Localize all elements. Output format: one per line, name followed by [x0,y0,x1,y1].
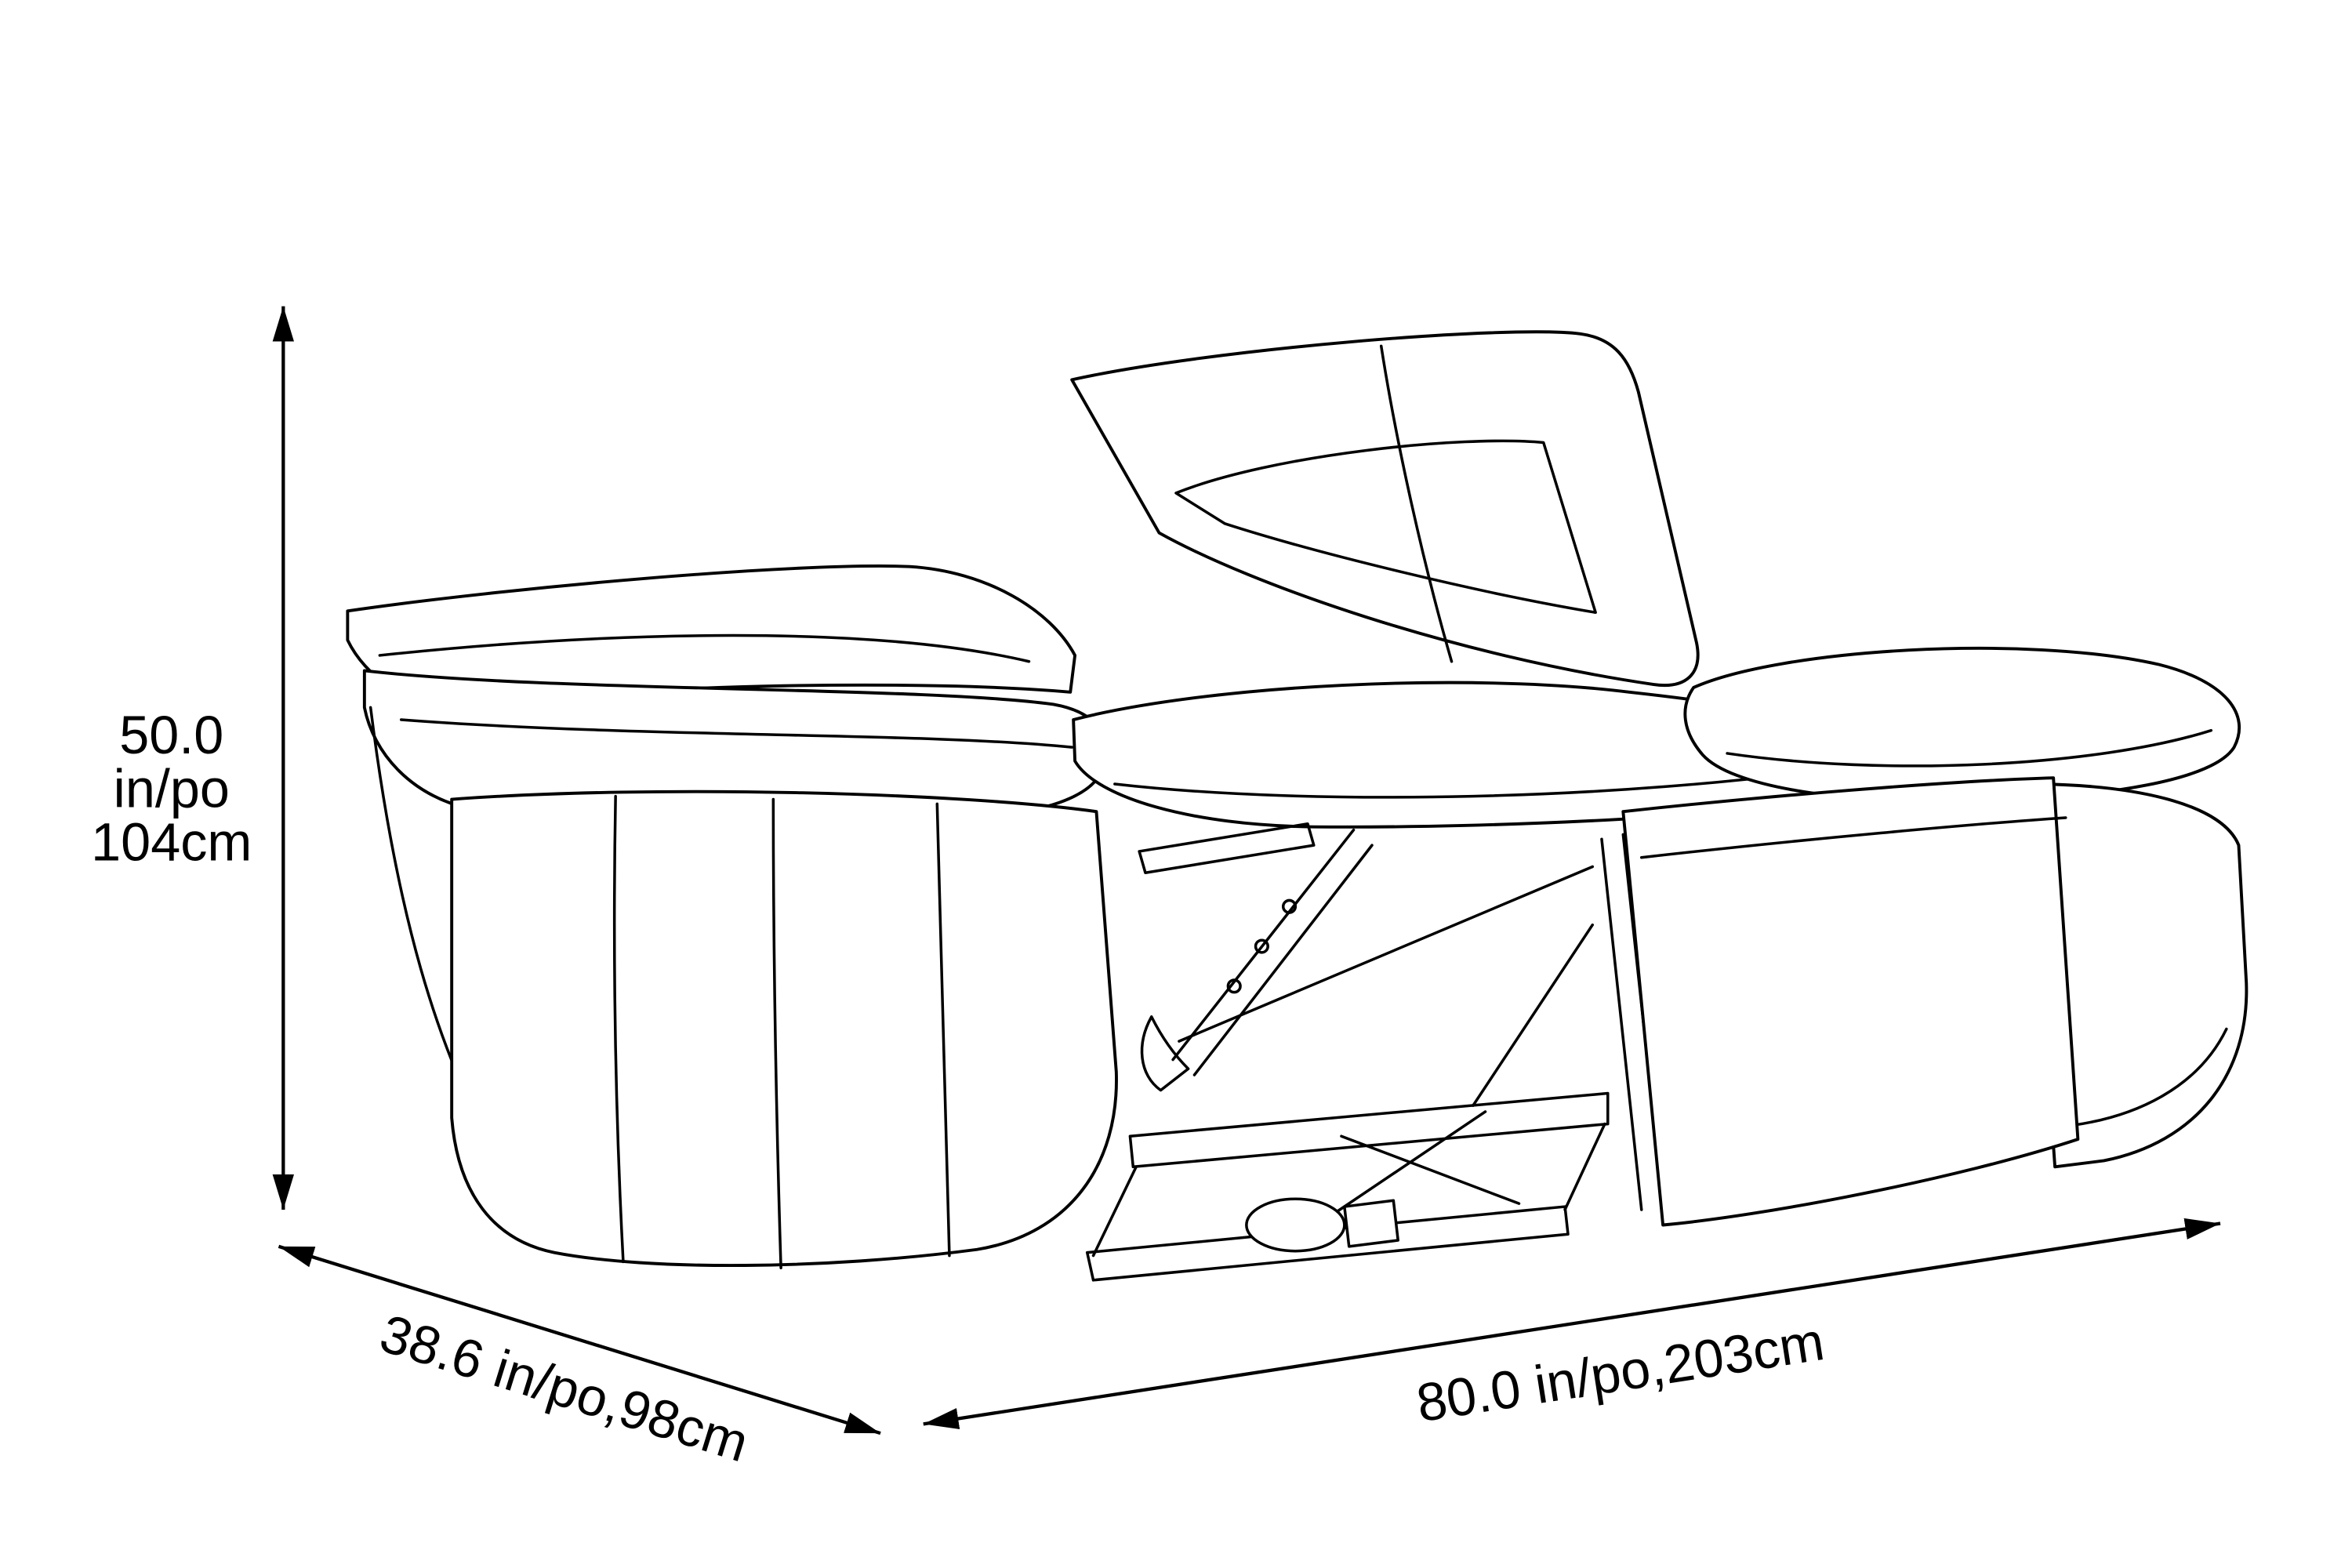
backrest-center-seam [1379,344,1454,663]
left-arm-seam [399,718,1073,749]
mechanism-bracket [1138,822,1316,875]
linkage-hole [1281,898,1298,914]
right-footrest-panel [1621,776,2080,1227]
right-diagonal [1472,923,1595,1107]
right-footrest-seam [1639,816,2067,859]
depth-dimension-line [278,1244,881,1436]
left-backrest-seam [378,633,1031,663]
linkage-hole [1254,938,1269,954]
center-seat-seam [1113,765,1847,799]
footrest-seam-2 [771,797,782,1269]
center-backrest [1070,330,1700,687]
left-footrest [450,789,1118,1268]
sofa-line-drawing [346,330,2249,1282]
right-arm-seam [1726,728,2213,768]
width-dimension: 80.0 in/po,203cm [923,1218,2221,1433]
right-arm-cushion [1683,646,2241,803]
cross-brace [1334,1110,1521,1214]
height-label-value: 50.0 [119,706,223,765]
height-label-metric: 104cm [91,813,252,873]
linkage-hole [1226,978,1242,994]
long-diagonal-bar [1178,865,1595,1043]
height-dimension: 50.0 in/po 104cm [91,306,294,1210]
footrest-seam-1 [612,794,625,1264]
width-label: 80.0 in/po,203cm [1413,1312,1828,1433]
width-dimension-line [923,1218,2221,1430]
height-label-unit: in/po [114,759,230,818]
linkage-arm [1171,828,1374,1076]
headrest-seam [1174,439,1597,615]
pivot-bracket [1140,1015,1190,1092]
right-side-seam [2056,1027,2228,1129]
upper-rails [1128,1091,1610,1169]
depth-label: 38.6 in/po,98cm [373,1304,755,1474]
motor-cylinder [1245,1197,1346,1253]
depth-dimension: 38.6 in/po,98cm [278,1244,881,1474]
recliner-mechanism [1085,822,1664,1282]
footrest-seam-3 [935,802,951,1258]
motor-box [1343,1199,1399,1248]
